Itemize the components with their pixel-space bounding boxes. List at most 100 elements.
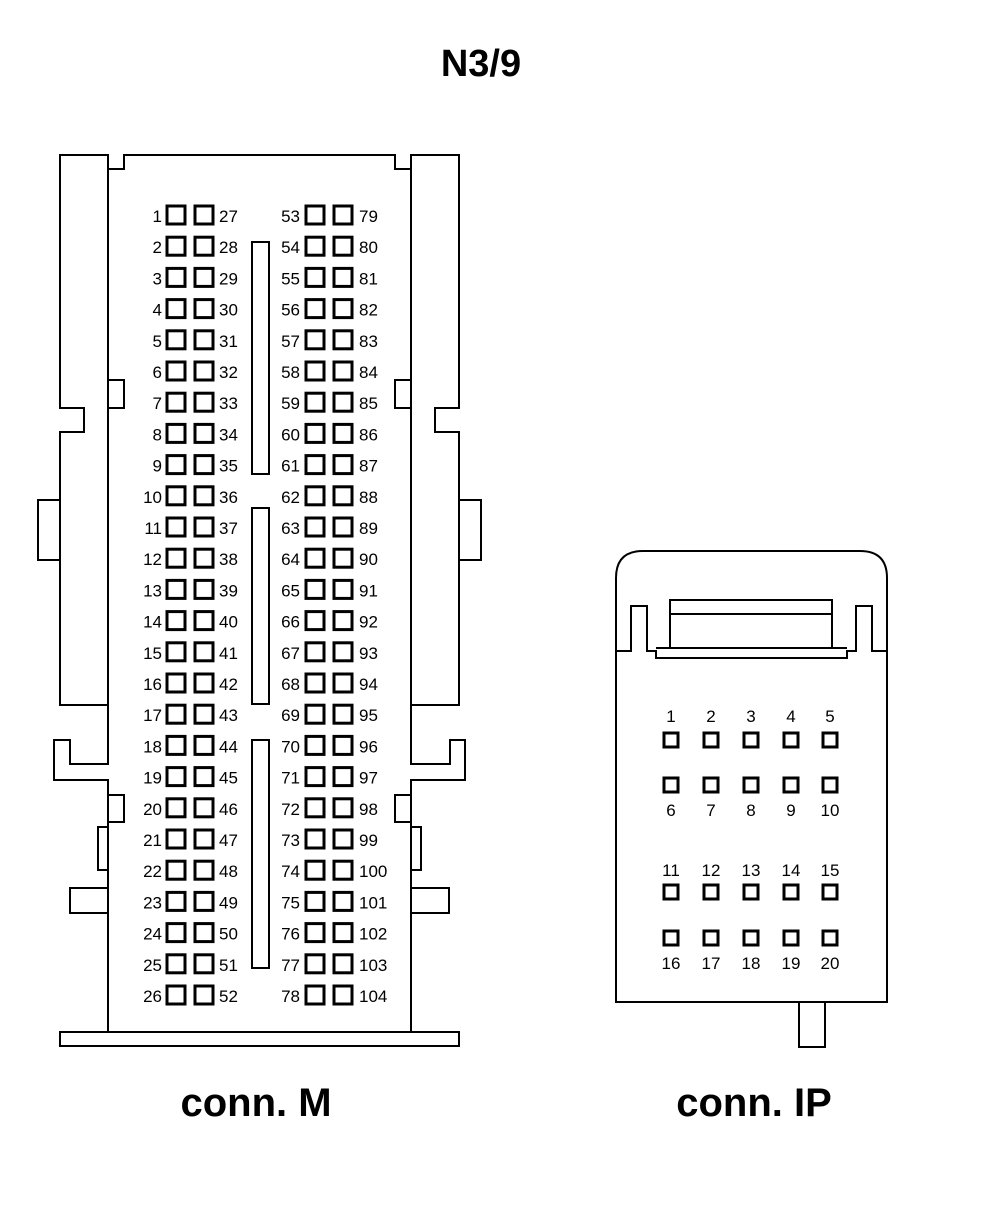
conn-m-pin-label: 57: [281, 332, 300, 351]
conn-m-pin-label: 27: [219, 207, 238, 226]
conn-ip-pin-label: 2: [706, 707, 715, 726]
conn-m-pin-label: 58: [281, 363, 300, 382]
conn-ip-pin: [742, 731, 760, 749]
conn-m-pin-label: 64: [281, 550, 300, 569]
conn-m-pin-label: 25: [143, 956, 162, 975]
conn-m-pin: [332, 828, 354, 850]
conn-m-pin: [193, 766, 215, 788]
conn-m-pin: [165, 266, 187, 288]
conn-m-pin-label: 31: [219, 332, 238, 351]
conn-m-pin-label: 104: [359, 987, 387, 1006]
conn-m-pin-label: 53: [281, 207, 300, 226]
conn-m-pin: [304, 204, 326, 226]
conn-ip-pin-label: 19: [782, 954, 801, 973]
conn-m-pin: [332, 329, 354, 351]
conn-m-pin: [304, 422, 326, 444]
conn-m-pin-label: 43: [219, 706, 238, 725]
conn-m-pin: [304, 890, 326, 912]
conn-m-pin: [304, 828, 326, 850]
conn-m-pin-label: 39: [219, 581, 238, 600]
conn-ip-pin-label: 15: [821, 861, 840, 880]
conn-ip-pin: [662, 776, 680, 794]
conn-m-pin-label: 97: [359, 769, 378, 788]
conn-m-pin: [332, 984, 354, 1006]
conn-m-pin: [304, 578, 326, 600]
conn-m-pin-label: 40: [219, 613, 238, 632]
conn-ip-pin: [821, 776, 839, 794]
conn-m-pin: [332, 298, 354, 320]
conn-m-pin-label: 11: [144, 519, 162, 538]
conn-m-caption: conn. M: [180, 1081, 331, 1125]
conn-m-pin-label: 103: [359, 956, 387, 975]
conn-m-pin-label: 14: [143, 613, 162, 632]
conn-m-pin-label: 102: [359, 925, 387, 944]
conn-ip-pin-label: 17: [702, 954, 721, 973]
conn-m-pin: [165, 547, 187, 569]
conn-m-pin: [304, 703, 326, 725]
conn-m-pin-label: 1: [153, 207, 162, 226]
conn-m-pin-label: 16: [143, 675, 162, 694]
conn-m-pin-label: 9: [153, 457, 162, 476]
conn-ip-housing: [615, 550, 888, 1048]
conn-m-pin: [165, 391, 187, 413]
conn-m-pin-label: 65: [281, 581, 300, 600]
conn-m-pin: [193, 516, 215, 538]
conn-m-pin: [332, 266, 354, 288]
conn-ip-pin-label: 6: [666, 801, 675, 820]
conn-m-pin: [332, 703, 354, 725]
conn-m-pin: [304, 797, 326, 819]
conn-ip-pin: [821, 731, 839, 749]
conn-m-pin-label: 72: [281, 800, 300, 819]
conn-m-pin: [165, 454, 187, 476]
conn-m-pin-label: 89: [359, 519, 378, 538]
conn-m-pin: [165, 610, 187, 632]
conn-m-pin: [193, 828, 215, 850]
conn-m-pin: [165, 485, 187, 507]
conn-m-pin-label: 30: [219, 301, 238, 320]
conn-m-pin-label: 21: [143, 831, 162, 850]
conn-m-pin-label: 12: [143, 550, 162, 569]
conn-m-pin-label: 5: [153, 332, 162, 351]
conn-m-pin-label: 34: [219, 425, 238, 444]
conn-m-pin-label: 83: [359, 332, 378, 351]
conn-m-pin: [193, 391, 215, 413]
conn-ip-pin-label: 13: [742, 861, 761, 880]
conn-ip-pin: [821, 929, 839, 947]
conn-m-pin: [332, 235, 354, 257]
conn-m-pin: [193, 984, 215, 1006]
conn-m-pin: [304, 298, 326, 320]
conn-m-pin: [332, 859, 354, 881]
conn-m-pin: [165, 641, 187, 663]
conn-ip-pin-label: 12: [702, 861, 721, 880]
conn-m-pin: [304, 329, 326, 351]
conn-ip-caption: conn. IP: [676, 1081, 832, 1125]
conn-m-pin-label: 46: [219, 800, 238, 819]
conn-m-pin-label: 56: [281, 301, 300, 320]
conn-m-pin: [332, 953, 354, 975]
conn-m-pin-label: 32: [219, 363, 238, 382]
conn-m-pin-label: 75: [281, 893, 300, 912]
conn-m-pin: [193, 734, 215, 756]
conn-m-pin: [304, 766, 326, 788]
conn-m-pin-label: 7: [153, 394, 162, 413]
conn-m-pin-label: 67: [281, 644, 300, 663]
conn-m-pin: [332, 672, 354, 694]
conn-m-pin-label: 86: [359, 425, 378, 444]
conn-m-pin: [304, 953, 326, 975]
conn-m-pin: [193, 298, 215, 320]
conn-m-pin: [193, 672, 215, 694]
conn-m-pin-label: 62: [281, 488, 300, 507]
conn-m-pin-label: 96: [359, 737, 378, 756]
conn-m-pin-label: 81: [359, 269, 378, 288]
conn-m-pin-label: 22: [143, 862, 162, 881]
conn-m-pin: [165, 672, 187, 694]
conn-m-pin: [332, 890, 354, 912]
conn-ip-pin: [662, 731, 680, 749]
conn-m-pin-label: 48: [219, 862, 238, 881]
conn-m-pin: [193, 329, 215, 351]
conn-ip-pin-label: 8: [746, 801, 755, 820]
conn-m-pin-label: 84: [359, 363, 378, 382]
conn-m-pin-label: 59: [281, 394, 300, 413]
conn-m-pin-label: 74: [281, 862, 300, 881]
conn-m-pin-label: 15: [143, 644, 162, 663]
